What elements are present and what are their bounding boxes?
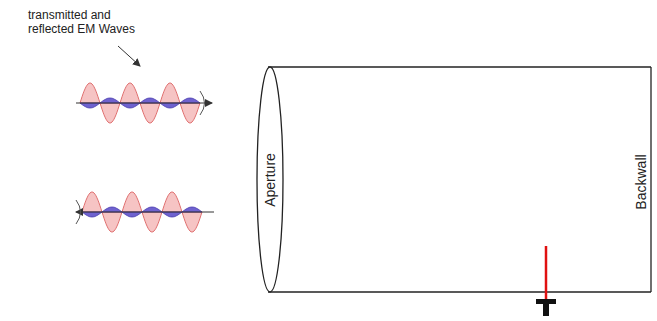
cylinder-top <box>268 66 651 67</box>
probe-stem <box>543 303 549 316</box>
aperture-ellipse <box>257 67 283 292</box>
propagation-axis <box>76 103 212 104</box>
polarization-rotation <box>200 91 205 115</box>
propagation-axis <box>76 212 214 213</box>
probe-antenna <box>545 246 548 299</box>
backwall-line <box>650 67 651 292</box>
callout-text: transmitted and reflected EM Waves <box>28 8 146 36</box>
leader-arrow <box>118 46 140 66</box>
part-label: Aperture <box>263 153 277 207</box>
part-label: Backwall <box>634 154 648 209</box>
cylinder-bottom <box>268 291 651 292</box>
polarization-rotation <box>76 200 81 224</box>
